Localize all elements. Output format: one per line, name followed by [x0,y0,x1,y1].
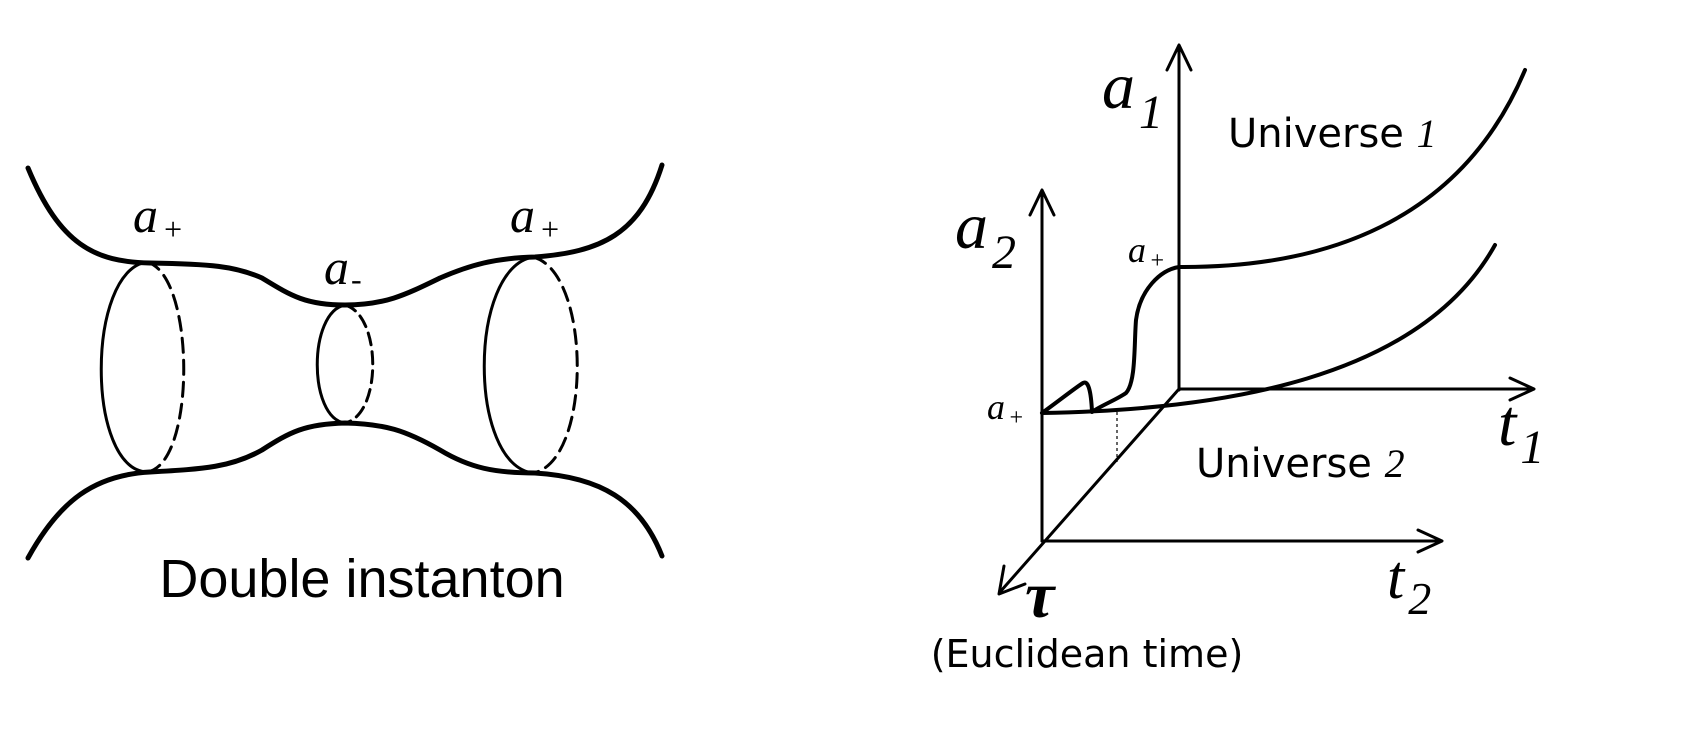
caption-double-instanton: Double instanton [159,549,564,609]
label-a-plus-left: a+ [133,187,184,247]
middle-ring-front [315,303,347,425]
axis-label-t1: t1 [1498,387,1544,474]
bottom-boundary-curve [25,420,665,561]
label-a-plus-universe-1: a+ [1128,230,1165,274]
axis-a2-arrowhead [1028,188,1056,217]
universe-1-curve [1177,68,1527,270]
label-universe-1: Universe 1 [1228,111,1437,157]
middle-ring-back [343,303,375,425]
instanton-path-curve [1040,265,1181,415]
label-a-plus-right: a+ [510,187,561,247]
axis-label-t2: t2 [1387,544,1431,624]
axis-a1-arrowhead [1165,43,1193,72]
left-ring-back [145,260,186,474]
double-instanton-diagram: a+ a- a+ Double instanton [25,162,665,609]
right-ring-front [482,255,535,475]
axis-tau-arrowhead [997,564,1027,596]
label-universe-2: Universe 2 [1196,441,1405,487]
universes-axes-diagram: a1 a2 t1 t2 τ (Euclidean time) Universe … [931,43,1544,676]
universe-2-curve [1040,243,1497,415]
axis-label-tau: τ [1025,559,1056,632]
tau-note-euclidean-time: (Euclidean time) [931,632,1244,676]
left-ring-front [99,260,149,474]
axis-tau-line [998,387,1181,594]
right-ring-back [531,255,579,475]
axis-t2-arrowhead [1416,528,1444,554]
axis-label-a1: a1 [1102,50,1163,139]
label-a-minus-middle: a- [324,239,362,297]
axis-label-a2: a2 [955,190,1016,279]
label-a-plus-universe-2: a+ [987,387,1024,431]
axis-t1-arrowhead [1508,376,1536,402]
